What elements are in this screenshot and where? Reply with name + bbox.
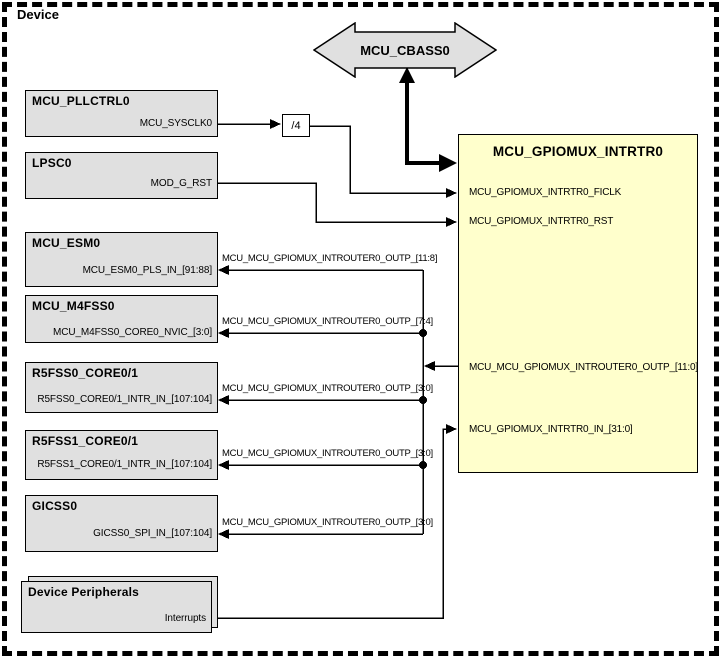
bidirectional-arrow-shape <box>312 21 498 79</box>
wire-label-outp-11-8: MCU_MCU_GPIOMUX_INTROUTER0_OUTP_[11:8] <box>222 253 438 264</box>
port-interrupts: Interrupts <box>164 613 206 624</box>
junction-dot-r5fss1 <box>419 461 427 469</box>
module-r5fss0-core01: R5FSS0_CORE0/1 R5FSS0_CORE0/1_INTR_IN_[1… <box>25 362 218 413</box>
wire-cbass-thick <box>405 80 440 165</box>
router-port-in: MCU_GPIOMUX_INTRTR0_IN_[31:0] <box>469 424 633 435</box>
module-title: R5FSS0_CORE0/1 <box>32 366 139 380</box>
port-mcu-sysclk0: MCU_SYSCLK0 <box>139 118 212 129</box>
mcu-gpiomux-intrtr0-block: MCU_GPIOMUX_INTRTR0 MCU_GPIOMUX_INTRTR0_… <box>458 134 698 473</box>
router-port-ficlk: MCU_GPIOMUX_INTRTR0_FICLK <box>469 187 622 198</box>
arrowhead-r5fss0 <box>218 395 229 405</box>
arrowhead-rst <box>446 217 457 227</box>
router-port-rst: MCU_GPIOMUX_INTRTR0_RST <box>469 216 614 227</box>
port-gicss0-spi-in: GICSS0_SPI_IN_[107:104] <box>93 528 212 539</box>
module-device-peripherals: Device Peripherals Interrupts <box>21 581 212 633</box>
module-gicss0: GICSS0 GICSS0_SPI_IN_[107:104] <box>25 495 218 552</box>
module-title: LPSC0 <box>32 156 72 170</box>
module-title: Device Peripherals <box>28 585 139 599</box>
module-mcu-esm0: MCU_ESM0 MCU_ESM0_PLS_IN_[91:88] <box>25 232 218 287</box>
arrowhead-m4fss0 <box>218 328 229 338</box>
arrowhead-r5fss1 <box>218 460 229 470</box>
arrowhead-router-in <box>446 424 457 434</box>
router-title: MCU_GPIOMUX_INTRTR0 <box>492 144 664 159</box>
junction-dot-r5fss0 <box>419 396 427 404</box>
module-title: MCU_PLLCTRL0 <box>32 94 130 108</box>
router-port-outp: MCU_MCU_GPIOMUX_INTROUTER0_OUTP_[11:0] <box>469 362 698 373</box>
module-title: R5FSS1_CORE0/1 <box>32 434 139 448</box>
arrowhead-ficlk <box>446 188 457 198</box>
arrowhead-into-router-thick <box>439 154 457 172</box>
wire-label-outp-3-0-r5fss1: MCU_MCU_GPIOMUX_INTROUTER0_OUTP_[3:0] <box>222 448 433 459</box>
wire-label-outp-3-0-r5fss0: MCU_MCU_GPIOMUX_INTROUTER0_OUTP_[3:0] <box>222 383 433 394</box>
module-title: MCU_M4FSS0 <box>32 299 115 313</box>
divide-by-4-block: /4 <box>282 114 310 137</box>
arrowhead-outp-feed <box>424 361 435 371</box>
arrowhead-into-div4 <box>270 119 281 129</box>
arrowhead-gicss0 <box>218 529 229 539</box>
mcu-cbass0-bus: MCU_CBASS0 <box>312 21 498 79</box>
module-lpsc0: LPSC0 MOD_G_RST <box>25 152 218 199</box>
port-esm0-pls-in: MCU_ESM0_PLS_IN_[91:88] <box>82 265 213 276</box>
module-mcu-m4fss0: MCU_M4FSS0 MCU_M4FSS0_CORE0_NVIC_[3:0] <box>25 295 218 343</box>
port-r5fss0-intr-in: R5FSS0_CORE0/1_INTR_IN_[107:104] <box>37 394 212 405</box>
wire-label-outp-3-0-gicss0: MCU_MCU_GPIOMUX_INTROUTER0_OUTP_[3:0] <box>222 517 433 528</box>
module-r5fss1-core01: R5FSS1_CORE0/1 R5FSS1_CORE0/1_INTR_IN_[1… <box>25 430 218 480</box>
arrowhead-up-cbass <box>399 67 415 83</box>
wire-ficlk <box>310 125 446 194</box>
wire-rst <box>218 182 446 223</box>
wire-interrupts-in <box>214 428 446 619</box>
device-label: Device <box>17 7 59 22</box>
module-title: MCU_ESM0 <box>32 236 101 250</box>
divide-by-4-label: /4 <box>291 119 301 132</box>
wire-label-outp-7-4: MCU_MCU_GPIOMUX_INTROUTER0_OUTP_[7:4] <box>222 316 433 327</box>
junction-dot-m4fss0 <box>419 329 427 337</box>
port-r5fss1-intr-in: R5FSS1_CORE0/1_INTR_IN_[107:104] <box>37 459 212 470</box>
module-mcu-pllctrl0: MCU_PLLCTRL0 MCU_SYSCLK0 <box>25 90 218 137</box>
double-arrow-polygon <box>312 21 498 79</box>
port-m4fss0-nvic: MCU_M4FSS0_CORE0_NVIC_[3:0] <box>52 327 212 338</box>
arrowhead-esm0 <box>218 265 229 275</box>
module-title: GICSS0 <box>32 499 78 513</box>
mcu-cbass0-label: MCU_CBASS0 <box>360 42 450 58</box>
port-mod-g-rst: MOD_G_RST <box>150 178 212 189</box>
